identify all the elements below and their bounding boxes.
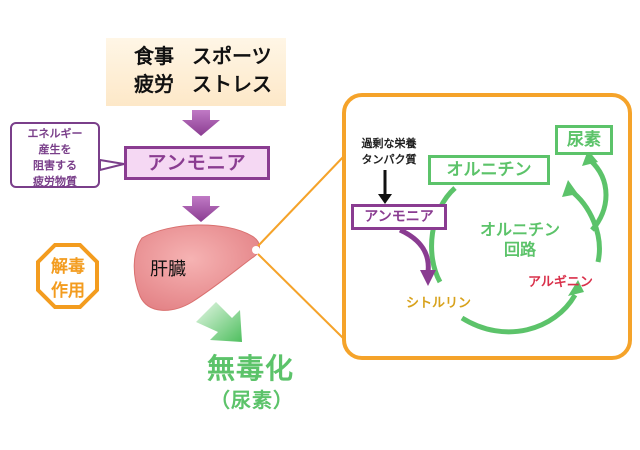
energy-note-line: 産生を bbox=[38, 143, 72, 156]
ornithine-box: オルニチン bbox=[428, 155, 550, 185]
liver-label: 肝臓 bbox=[150, 259, 186, 280]
down-arrow-1 bbox=[182, 110, 220, 136]
down-arrow-2 bbox=[182, 196, 220, 222]
diet-note-line: 過剰な栄養 bbox=[361, 137, 417, 150]
detox-label-line: 解毒 bbox=[51, 257, 85, 277]
detox-label: 解毒 作用 bbox=[37, 249, 99, 311]
cycle-title-line: オルニチン bbox=[479, 220, 560, 239]
diet-note-line: タンパク質 bbox=[361, 153, 417, 166]
detox-octagon bbox=[36, 243, 99, 309]
diet-note: 過剰な栄養 タンパク質 bbox=[353, 136, 425, 168]
cycle-arc-right bbox=[568, 188, 602, 263]
citrulline-label: シトルリン bbox=[406, 296, 472, 311]
cycle-arc-urea bbox=[588, 158, 609, 232]
cause-stress: ストレス bbox=[192, 72, 272, 96]
energy-note-line: エネルギー bbox=[27, 127, 83, 140]
ammonia-to-citrulline-arrow bbox=[398, 227, 431, 273]
result-title: 無毒化 bbox=[207, 352, 295, 385]
cause-food: 食事 bbox=[134, 44, 174, 68]
energy-note-box: エネルギー 産生を 阻害する 疲労物質 bbox=[10, 122, 100, 188]
zoom-line-top bbox=[257, 154, 346, 247]
energy-note-line: 阻害する bbox=[33, 159, 77, 172]
cycle-title-line: 回路 bbox=[503, 240, 536, 259]
liver-highlight bbox=[252, 246, 260, 254]
causes-row-2: 疲労 ストレス bbox=[106, 70, 286, 98]
liver-shape bbox=[133, 224, 260, 311]
detox-green-arrow bbox=[196, 302, 242, 342]
ammonia-box: アンモニア bbox=[124, 146, 270, 180]
urea-box: 尿素 bbox=[555, 125, 613, 155]
energy-note-line: 疲労物質 bbox=[33, 175, 77, 188]
cycle-arc-bottom bbox=[460, 293, 578, 335]
cycle-ammonia-box: アンモニア bbox=[351, 204, 447, 230]
cycle-title: オルニチン 回路 bbox=[465, 220, 575, 260]
detox-label-line: 作用 bbox=[51, 281, 85, 301]
cause-sports: スポーツ bbox=[192, 44, 272, 68]
cycle-arc-left bbox=[429, 186, 457, 284]
zoom-line-bottom bbox=[257, 253, 346, 341]
arginine-label: アルギニン bbox=[528, 275, 593, 290]
speech-pointer bbox=[99, 158, 125, 172]
causes-box: 食事 スポーツ 疲労 ストレス bbox=[106, 38, 286, 106]
cause-fatigue: 疲労 bbox=[134, 72, 174, 96]
result-subtitle: （尿素） bbox=[210, 388, 294, 412]
causes-row-1: 食事 スポーツ bbox=[106, 42, 286, 70]
